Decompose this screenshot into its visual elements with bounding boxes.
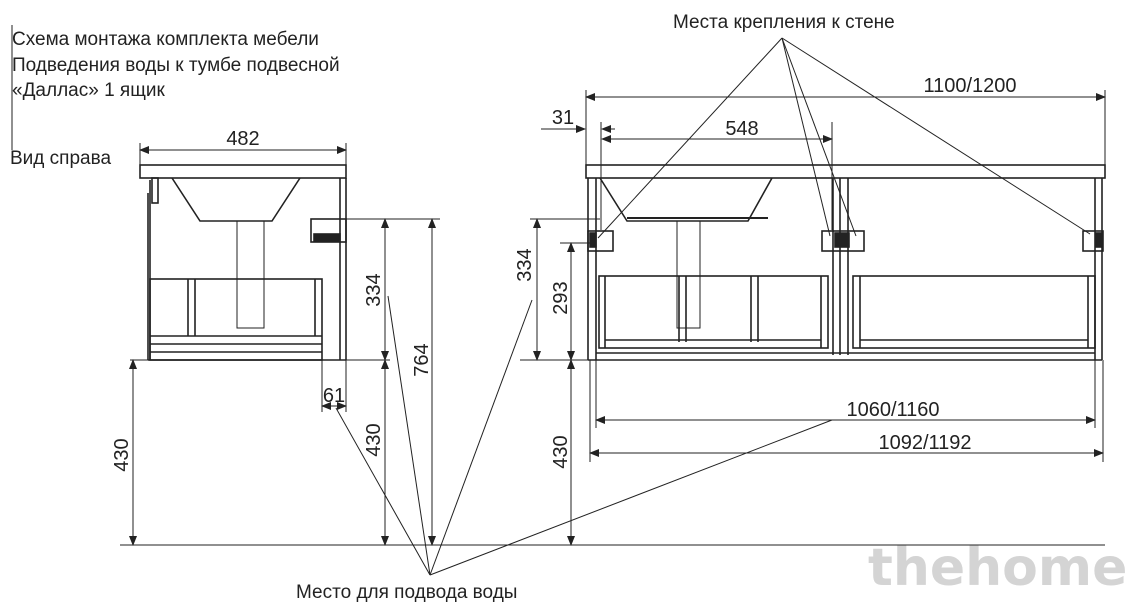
title-line-1: Схема монтажа комплекта мебели (12, 29, 319, 50)
side-view-dimensions: 482 334 764 430 430 61 (111, 128, 440, 546)
water-supply-leaders: Место для подвода воды (296, 295, 833, 603)
dim-front-334: 334 (514, 248, 536, 281)
watermark-logo: thehome (868, 538, 1127, 598)
dim-front-548: 548 (725, 118, 758, 140)
side-view-cabinet (139, 164, 347, 361)
dim-front-31: 31 (552, 107, 574, 129)
dim-front-1092: 1092/1192 (878, 432, 971, 454)
dim-side-430-left: 430 (111, 438, 133, 471)
front-view-dimensions: 1100/1200 31 548 334 293 430 1060/1160 1… (514, 75, 1106, 546)
dim-side-334: 334 (363, 273, 385, 306)
dim-front-1060: 1060/1160 (846, 399, 939, 421)
title-line-2: Подведения воды к тумбе подвесной (12, 55, 340, 76)
water-supply-label: Место для подвода воды (296, 582, 517, 603)
dim-front-430: 430 (550, 435, 572, 468)
dim-front-293: 293 (550, 281, 572, 314)
front-mount-bracket-right (1082, 230, 1104, 252)
dim-front-total-width: 1100/1200 (923, 75, 1016, 97)
front-mount-bracket-middle (821, 230, 865, 252)
dim-side-61: 61 (323, 385, 345, 407)
dim-side-430-right: 430 (363, 423, 385, 456)
dim-side-764: 764 (411, 343, 433, 376)
front-view-cabinet (585, 164, 1106, 361)
diagram-title: Схема монтажа комплекта мебели Подведени… (10, 25, 340, 169)
side-mount-bracket (310, 218, 347, 243)
wall-mount-label: Места крепления к стене (673, 12, 895, 33)
title-line-3: «Даллас» 1 ящик (12, 80, 165, 101)
front-mount-bracket-left (587, 230, 614, 252)
dim-side-width: 482 (226, 128, 259, 150)
wall-mount-leaders: Места крепления к стене (597, 12, 1091, 239)
side-view-label: Вид справа (10, 148, 111, 169)
